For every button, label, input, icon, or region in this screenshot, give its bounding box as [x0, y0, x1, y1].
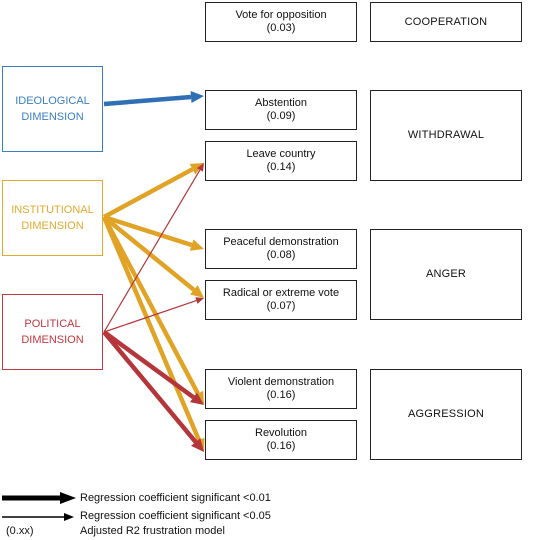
institutional-dimension-box: INSTITUTIONAL DIMENSION: [2, 180, 103, 256]
legend-thin-label: Regression coefficient significant <0.05: [80, 510, 271, 522]
outcome-label: Violent demonstration: [227, 376, 335, 388]
outcome-r2: (0.14): [266, 161, 296, 173]
category-aggression: AGGRESSION: [370, 369, 522, 460]
category-label: WITHDRAWAL: [407, 129, 485, 141]
arrow-political-to-radical-vote: [103, 297, 204, 333]
legend-r2-symbol: (0.xx): [6, 525, 34, 537]
outcome-peaceful-demonstration: Peaceful demonstration (0.08): [205, 229, 357, 269]
outcome-label: Leave country: [246, 148, 316, 160]
outcome-r2: (0.16): [266, 440, 296, 452]
arrow-political-to-violent-demo: [102, 330, 204, 405]
outcome-leave-country: Leave country (0.14): [205, 141, 357, 181]
category-label: COOPERATION: [404, 15, 488, 28]
outcome-label: Abstention: [255, 97, 307, 109]
arrow-political-to-leave-country: [103, 163, 204, 333]
outcome-r2: (0.03): [266, 22, 296, 34]
ideological-dimension-line2: DIMENSION: [21, 111, 84, 123]
legend-thin-arrow-icon: [2, 513, 74, 521]
outcome-r2: (0.16): [266, 389, 296, 401]
outcome-label: Revolution: [255, 427, 307, 439]
arrow-institutional-to-revolution: [101, 216, 205, 452]
category-cooperation: COOPERATION: [370, 2, 522, 42]
arrow-institutional-to-radical-vote: [102, 215, 204, 298]
outcome-vote-opposition: Vote for opposition (0.03): [205, 2, 357, 42]
outcome-label: Vote for opposition: [235, 9, 327, 21]
arrow-political-to-revolution: [102, 330, 204, 452]
arrow-institutional-to-leave-country: [102, 163, 204, 219]
legend-r2-label: Adjusted R2 frustration model: [80, 525, 225, 537]
outcome-r2: (0.09): [266, 110, 296, 122]
legend-arrows: [2, 492, 76, 521]
category-anger: ANGER: [370, 229, 522, 320]
legend-thick-label: Regression coefficient significant <0.01: [80, 492, 271, 504]
outcome-r2: (0.08): [266, 249, 296, 261]
outcome-abstention: Abstention (0.09): [205, 90, 357, 130]
category-label: ANGER: [425, 268, 467, 280]
political-dimension-box: POLITICAL DIMENSION: [2, 294, 103, 370]
ideological-dimension-line1: IDEOLOGICAL: [15, 95, 90, 107]
arrow-ideological-to-abstention: [103, 91, 204, 107]
outcome-label: Radical or extreme vote: [222, 287, 340, 299]
political-dimension-line2: DIMENSION: [21, 334, 84, 346]
arrow-institutional-to-peaceful-demo: [103, 214, 204, 251]
institutional-dimension-line2: DIMENSION: [21, 220, 84, 232]
legend-thick-arrow-icon: [2, 492, 76, 504]
outcome-radical-vote: Radical or extreme vote (0.07): [205, 280, 357, 320]
category-label: AGGRESSION: [408, 408, 484, 420]
outcome-violent-demonstration: Violent demonstration (0.16): [205, 369, 357, 409]
outcome-label: Peaceful demonstration: [223, 236, 339, 248]
institutional-dimension-line1: INSTITUTIONAL: [11, 204, 94, 216]
category-withdrawal: WITHDRAWAL: [370, 90, 522, 181]
outcome-revolution: Revolution (0.16): [205, 420, 357, 460]
political-dimension-line1: POLITICAL: [24, 318, 81, 330]
outcome-r2: (0.07): [266, 300, 296, 312]
ideological-dimension-box: IDEOLOGICAL DIMENSION: [2, 66, 103, 152]
